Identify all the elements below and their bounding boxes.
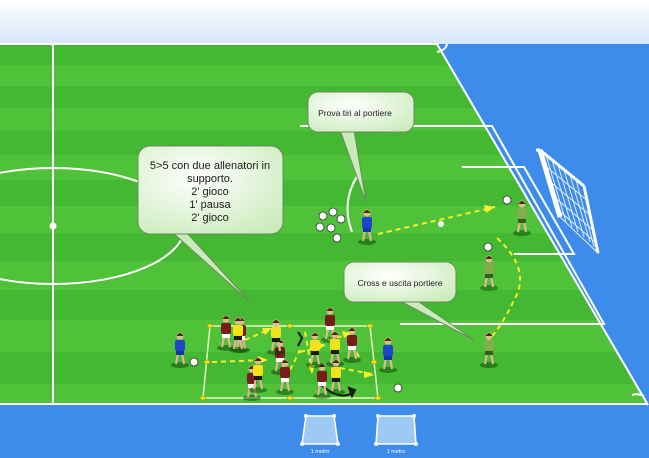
player-red xyxy=(343,327,361,363)
player-yellow xyxy=(229,317,247,353)
legend-item-1-label: 1 metro xyxy=(311,449,330,455)
player-yellow xyxy=(327,359,345,395)
callout-cross: Cross e uscita portiere xyxy=(343,261,475,341)
player-keeper xyxy=(513,200,531,236)
legend-item-2-label: 1 metro xyxy=(387,449,406,455)
background-sky xyxy=(0,0,649,44)
player-blue xyxy=(358,209,376,245)
legend-item-1: 1 metro xyxy=(300,414,340,455)
legend-item-2: 1 metro xyxy=(374,414,418,455)
player-yellow xyxy=(306,332,324,368)
keeper-run xyxy=(485,237,522,343)
goal xyxy=(536,148,600,255)
player-keeper xyxy=(480,332,498,368)
player-yellow xyxy=(249,357,267,393)
player-red xyxy=(276,359,294,395)
player-blue xyxy=(171,332,189,368)
dribble-arrows xyxy=(297,331,357,399)
player-red xyxy=(217,315,235,351)
callout-shot-text: Prova tiri al portiere xyxy=(318,108,392,118)
callout-main: 5>5 con due allenatori in supporto. 2' g… xyxy=(137,145,284,303)
pitch-lines xyxy=(0,43,649,406)
callout-main-line5: 2' gioco xyxy=(191,212,229,224)
player-keeper xyxy=(480,255,498,291)
callout-main-line3: 2' gioco xyxy=(191,186,229,198)
callout-cross-text: Cross e uscita portiere xyxy=(357,278,442,288)
player-blue xyxy=(379,337,397,373)
callout-main-line4: 1' pausa xyxy=(189,199,231,211)
player-yellow xyxy=(267,319,285,355)
callout-shot: Prova tiri al portiere xyxy=(307,91,415,203)
shot-arrow xyxy=(377,206,496,235)
small-sided-field xyxy=(199,323,382,401)
callout-main-line2: supporto. xyxy=(187,173,233,185)
balls-pile xyxy=(189,195,512,393)
callout-main-line1: 5>5 con due allenatori in xyxy=(150,160,270,172)
players xyxy=(171,200,531,401)
player-red xyxy=(313,363,331,399)
